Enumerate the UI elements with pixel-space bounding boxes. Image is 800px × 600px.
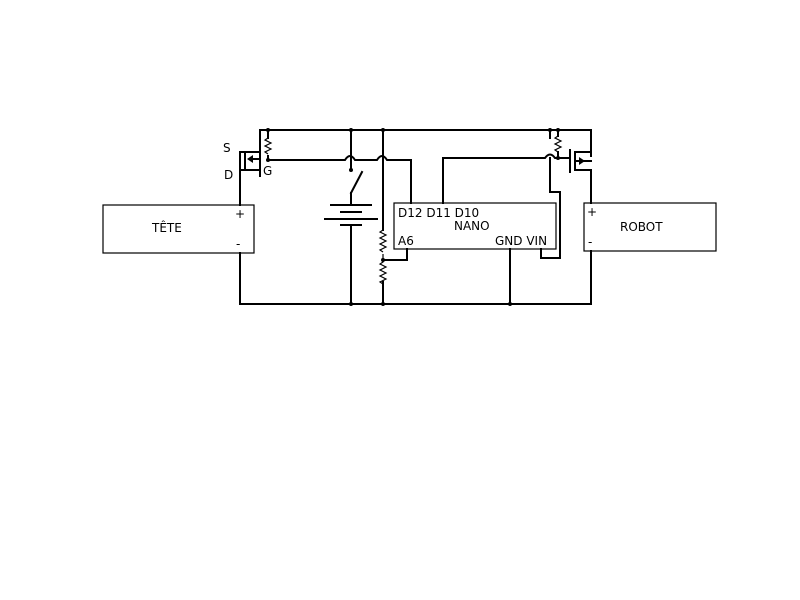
tete-block: TÊTE + - (102, 204, 255, 254)
power-switch (349, 168, 364, 197)
right-mosfet (559, 149, 592, 173)
left-mosfet: S D G (223, 129, 272, 182)
left-gate-resistor (263, 137, 273, 155)
tete-label: TÊTE (151, 220, 182, 235)
mosfet-source-label: S (223, 141, 231, 155)
nano-top-pins: D12 D11 D10 (398, 206, 479, 220)
right-gate-resistor (553, 135, 563, 153)
robot-plus: + (587, 205, 597, 219)
divider-resistor-top (378, 229, 388, 253)
battery (324, 195, 378, 226)
divider-resistor-bottom (378, 254, 388, 285)
nano-title: NANO (454, 219, 490, 233)
tete-plus: + (235, 207, 245, 221)
mosfet-gate-label: G (263, 164, 272, 178)
nano-block: D12 D11 D10 NANO A6 GND VIN (393, 202, 557, 250)
tete-minus: - (236, 237, 240, 251)
robot-minus: - (588, 235, 592, 249)
mosfet-drain-label: D (224, 168, 233, 182)
nano-bottom-pins: GND VIN (495, 234, 547, 248)
junctions (266, 128, 560, 306)
robot-block: ROBOT + - (583, 202, 717, 252)
robot-label: ROBOT (620, 220, 663, 234)
nano-pin-a6: A6 (398, 234, 414, 248)
